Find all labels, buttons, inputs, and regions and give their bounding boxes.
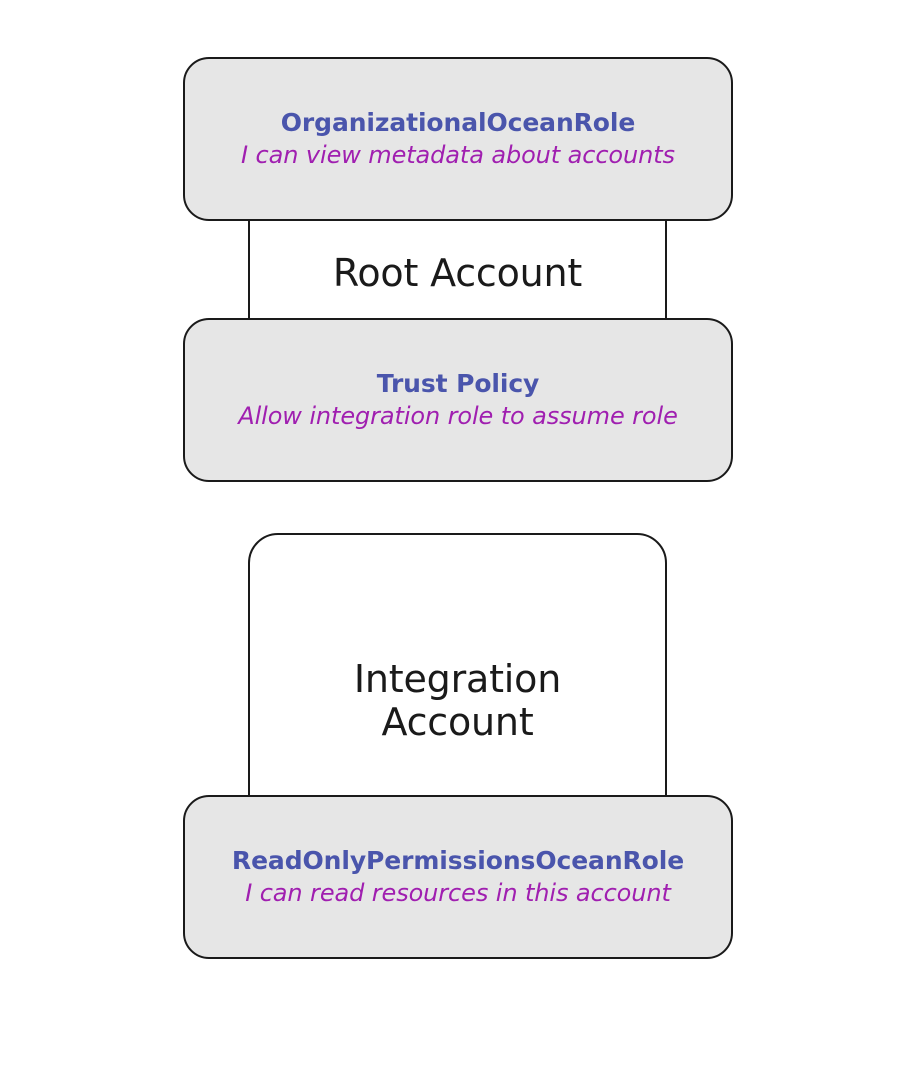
card-readonly-permissions-ocean-role[interactable]: ReadOnlyPermissionsOceanRole I can read … — [183, 795, 733, 959]
card-subtitle: I can view metadata about accounts — [241, 140, 675, 169]
card-subtitle: Allow integration role to assume role — [238, 401, 678, 430]
root-account-label: Root Account — [332, 251, 583, 295]
card-organizational-ocean-role[interactable]: OrganizationalOceanRole I can view metad… — [183, 57, 733, 221]
card-title: Trust Policy — [376, 369, 540, 399]
integration-account-label: Integration Account — [353, 657, 562, 744]
card-title: ReadOnlyPermissionsOceanRole — [231, 846, 685, 876]
card-subtitle: I can read resources in this account — [245, 878, 671, 907]
card-trust-policy[interactable]: Trust Policy Allow integration role to a… — [183, 318, 733, 482]
card-title: OrganizationalOceanRole — [280, 108, 636, 138]
